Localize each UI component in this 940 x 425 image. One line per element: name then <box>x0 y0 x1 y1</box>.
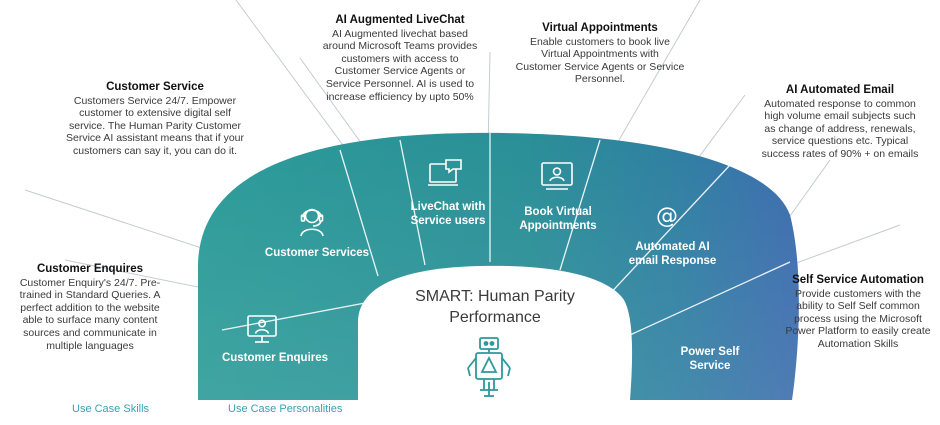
svg-text:@: @ <box>656 204 678 229</box>
desc-selfservice-line: Power Platform to easily create <box>785 325 931 338</box>
headset-agent-icon <box>300 208 324 237</box>
segment-label: Book Virtual <box>524 206 592 218</box>
segment-power-self-service: Power Self Service <box>665 345 755 373</box>
inner-dome <box>358 265 633 400</box>
desc-selfservice-line: Provide customers with the <box>794 287 922 300</box>
segment-customer-services: Customer Services <box>252 246 382 260</box>
center-title-line: Performance <box>449 309 541 326</box>
desc-virtual-title: Virtual Appointments <box>542 22 658 34</box>
desc-email-line: success rates of 90% + on emails <box>761 147 919 160</box>
segment-label: LiveChat with <box>410 201 486 213</box>
desc-virtual: Virtual Appointments Enable customers to… <box>500 22 700 86</box>
segment-livechat: LiveChat with Service users <box>398 200 498 228</box>
desc-selfservice-title: Self Service Automation <box>792 274 924 286</box>
desc-customer-service-line: customers can say it, you can do it. <box>73 144 237 157</box>
desc-enquires: Customer Enquires Customer Enquiry's 24/… <box>0 263 180 352</box>
robot-icon <box>467 337 511 397</box>
desc-livechat-line: Customer Service Agents or <box>334 65 466 78</box>
segment-dividers <box>221 133 791 336</box>
desc-email-line: Automated response to common <box>764 97 916 110</box>
desc-selfservice-line: ability to Self Self common <box>796 300 920 313</box>
desc-email: AI Automated Email Automated response to… <box>742 84 938 161</box>
segment-automated-email: Automated AI email Response <box>615 240 730 268</box>
segment-label: email Response <box>628 255 717 267</box>
desc-virtual-line: Customer Service Agents or Service <box>515 60 685 73</box>
desc-customer-service: Customer Service Customers Service 24/7.… <box>55 81 255 158</box>
desc-virtual-line: Virtual Appointments with <box>541 48 659 61</box>
segment-customer-enquires: Customer Enquires <box>210 351 340 365</box>
desc-livechat-line: around Microsoft Teams provides <box>322 40 478 53</box>
desc-selfservice-line: process using the Microsoft <box>794 312 922 325</box>
desc-email-line: service questions etc. Typical <box>771 135 909 148</box>
desc-enquires-line: trained in Standard Queries. A <box>19 289 161 302</box>
desc-customer-service-line: service. The Human Parity Customer <box>69 119 241 132</box>
desc-selfservice-line: Automation Skills <box>817 337 899 350</box>
segment-label: Customer Services <box>264 247 370 259</box>
desc-livechat-title: AI Augmented LiveChat <box>335 14 465 26</box>
desc-virtual-line: Personnel. <box>574 73 626 86</box>
desc-livechat: AI Augmented LiveChat AI Augmented livec… <box>300 14 500 103</box>
desc-enquires-line: multiple languages <box>46 339 134 352</box>
segment-label: Automated AI <box>635 241 710 253</box>
desc-livechat-line: increase efficiency by upto 50% <box>326 90 474 103</box>
video-call-icon <box>541 162 573 190</box>
desc-customer-service-title: Customer Service <box>106 81 204 93</box>
desc-email-title: AI Automated Email <box>785 84 895 96</box>
desc-customer-service-line: Customers Service 24/7. Empower <box>73 94 237 107</box>
desc-customer-service-line: customer to extensive digital self <box>79 107 231 120</box>
center-title: SMART: Human Parity Performance <box>395 286 595 328</box>
desc-enquires-line: Customer Enquiry's 24/7. Pre- <box>19 276 161 289</box>
desc-enquires-line: perfect addition to the website <box>20 301 160 314</box>
monitor-user-icon <box>247 315 277 343</box>
segment-label: Service users <box>410 215 486 227</box>
laptop-chat-icon <box>428 159 462 186</box>
segment-label: Power Self <box>680 346 740 358</box>
desc-enquires-title: Customer Enquires <box>36 263 144 275</box>
segment-label: Appointments <box>519 220 597 232</box>
desc-email-line: as change of address, renewals, <box>764 122 916 135</box>
desc-enquires-line: sources and communicate in <box>23 326 157 339</box>
at-sign-icon: @ <box>656 204 678 229</box>
desc-email-line: high volume email subjects such <box>764 110 916 123</box>
segment-label: Service <box>689 360 731 372</box>
desc-livechat-line: Service Personnel. AI is used to <box>325 77 475 90</box>
desc-livechat-line: customers with access to <box>341 52 459 65</box>
desc-livechat-line: AI Augmented livechat based <box>331 27 468 40</box>
segment-label: Customer Enquires <box>221 352 329 364</box>
desc-customer-service-line: Service AI assistant means that if your <box>66 132 244 145</box>
desc-enquires-line: able to surface many content <box>22 314 158 327</box>
footer-use-case-personalities: Use Case Personalities <box>228 403 343 415</box>
desc-selfservice: Self Service Automation Provide customer… <box>778 274 938 351</box>
center-title-line: SMART: Human Parity <box>415 288 575 305</box>
desc-virtual-line: Enable customers to book live <box>529 35 671 48</box>
footer-use-case-skills: Use Case Skills <box>72 403 150 415</box>
segment-book-virtual: Book Virtual Appointments <box>508 205 608 233</box>
